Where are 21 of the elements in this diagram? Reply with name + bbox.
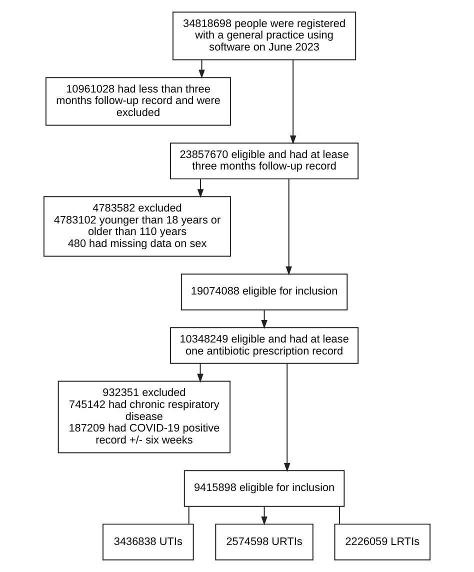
arrow [284,363,290,472]
node-box: 2574598 URTIs [215,524,314,560]
arrow [197,362,204,383]
arrow [286,178,292,276]
arrow [197,178,204,198]
arrow [261,310,268,329]
node-box: 932351 excluded 745142 had chronic respiratory disease 187209 had COVID-19 positive record +/- six weeks [58,380,231,454]
node-box: 10348249 eligible and had at lease one antibiotic prescription record [170,327,359,364]
node-box: 3436838 UTIs [102,524,194,560]
arrow [261,506,268,526]
node-box: 10961028 had less than three months follow-up record and were excluded [45,77,232,126]
node-box: 2226059 LRTIs [334,524,431,560]
node-box: 23857670 eligible and had at lease three months follow-up record [170,142,359,180]
node-box: 4783582 excluded 4783102 younger than 18 years or older than 110 years 480 had missing data on sex [43,196,232,257]
connector [188,506,190,524]
arrow [198,59,205,79]
connector [338,506,340,524]
arrow [290,60,296,144]
node-box: 9415898 eligible for inclusion [184,470,345,507]
node-box: 34818698 people were registered with a general practice using software on June 2023 [172,12,356,60]
node-box: 19074088 eligible for inclusion [180,274,348,310]
